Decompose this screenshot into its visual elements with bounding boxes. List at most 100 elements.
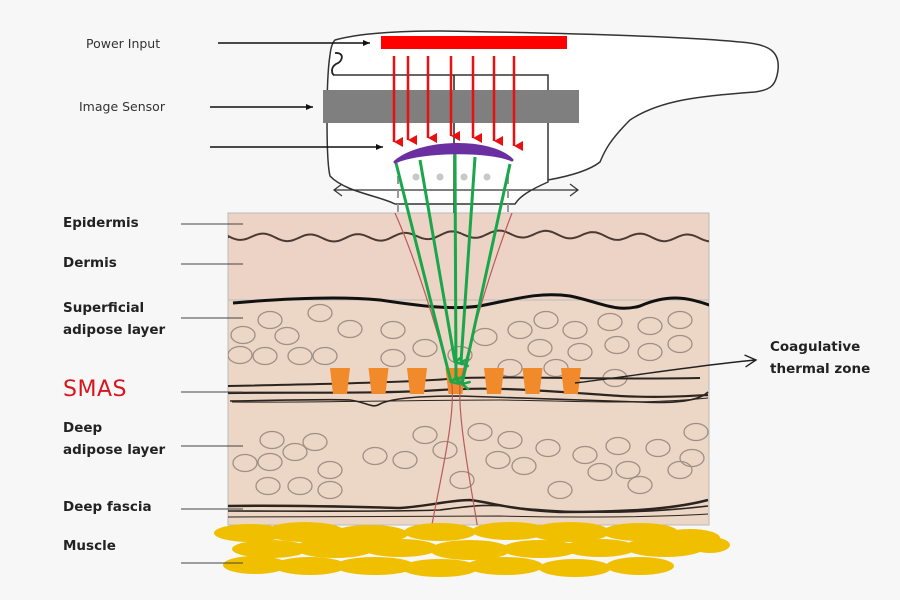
muscle-fiber (690, 537, 730, 553)
smas-label: SMAS (63, 377, 127, 402)
fat-cell (605, 436, 631, 456)
fat-cell (467, 422, 493, 442)
muscle-fiber (467, 557, 543, 575)
fat-cell (412, 425, 438, 445)
muscle-fiber (223, 556, 287, 574)
fat-cell (645, 438, 671, 458)
coagulative-label-line2: thermal zone (770, 361, 871, 377)
fat-cell (535, 438, 561, 458)
fat-cell (252, 346, 278, 366)
deep-adipose-label-line2: adipose layer (63, 442, 166, 458)
fat-cell (683, 422, 709, 442)
fat-cell (562, 320, 588, 340)
fat-cell (615, 460, 641, 480)
power-input-label: Power Input (86, 36, 161, 51)
fat-cell (533, 310, 559, 330)
fat-cell (287, 346, 313, 366)
fat-cell (679, 448, 705, 468)
superficial-adipose-label-line1: Superficial (63, 300, 145, 316)
muscle-fiber (502, 540, 578, 558)
muscle-fiber (472, 522, 548, 540)
fat-cell (259, 430, 285, 450)
fat-cell (317, 480, 343, 500)
fat-cell (449, 470, 475, 490)
muscle-fiber (332, 525, 408, 543)
epidermis-label: Epidermis (63, 215, 139, 231)
fat-cell (667, 310, 693, 330)
focus-beam (453, 153, 456, 380)
fat-cell (312, 346, 338, 366)
fat-cell (527, 338, 553, 358)
fat-cell (667, 460, 693, 480)
fat-cell (507, 320, 533, 340)
fat-cell (667, 334, 693, 354)
fat-cell (511, 456, 537, 476)
thermal-zone (484, 368, 504, 394)
muscle-fiber (295, 538, 375, 558)
fat-cell (362, 446, 388, 466)
fat-cell (380, 320, 406, 340)
transducer-lens (393, 143, 514, 164)
fat-cell (307, 303, 333, 323)
muscle-fiber (606, 557, 674, 575)
focus-beam (418, 159, 455, 362)
muscle-fiber (539, 559, 611, 577)
fat-cell (567, 342, 593, 362)
energy-arrows (392, 56, 523, 151)
fat-cell (412, 338, 438, 358)
fat-cell (380, 348, 406, 368)
deep-fascia-lines (228, 498, 709, 518)
muscle-layer (214, 522, 730, 577)
focus-beam (394, 162, 451, 382)
focus-beam (459, 156, 477, 362)
muscle-fiber (232, 540, 308, 558)
fat-cell (232, 453, 258, 473)
power-input-bar (381, 36, 567, 49)
fat-cell (317, 460, 343, 480)
focus-beam (462, 163, 512, 384)
thermal-zone (561, 368, 581, 394)
fat-cell (597, 312, 623, 332)
fat-cell (230, 325, 256, 345)
thermal-zone (330, 368, 350, 394)
muscle-fiber (274, 557, 346, 575)
muscle-fiber (625, 537, 705, 557)
muscle-fiber (404, 523, 476, 541)
fat-cell (637, 342, 663, 362)
fat-cell (587, 462, 613, 482)
muscle-label: Muscle (63, 538, 116, 554)
deep-adipose-label-line1: Deep (63, 420, 103, 436)
fat-cell (274, 326, 300, 346)
superficial-adipose-label-line2: adipose layer (63, 322, 166, 338)
fat-cell (228, 345, 253, 365)
fat-cell (627, 475, 653, 495)
fat-cell (604, 335, 630, 355)
thermal-zone (368, 368, 389, 394)
fat-cell (302, 432, 328, 452)
fat-cell (257, 310, 283, 330)
dermis-label: Dermis (63, 255, 117, 271)
muscle-fiber (335, 557, 415, 575)
adipose-region (227, 299, 710, 526)
fat-cell (257, 452, 283, 472)
muscle-fiber (402, 559, 478, 577)
focus-beams (394, 153, 512, 384)
layer-leader-lines (181, 223, 243, 564)
coagulative-pointer (574, 354, 758, 384)
coagulative-label-line1: Coagulative (770, 339, 861, 355)
fat-cell (392, 450, 418, 470)
muscle-fiber (564, 539, 636, 557)
muscle-fiber (602, 523, 678, 541)
dermis-boundary-line (232, 293, 709, 310)
fat-cell (547, 480, 573, 500)
fat-cell (485, 450, 511, 470)
muscle-fiber (362, 539, 438, 557)
fat-cell (497, 430, 523, 450)
thermal-zone (522, 368, 543, 394)
deep-fascia-label: Deep fascia (63, 499, 152, 515)
muscle-fiber (430, 540, 510, 560)
fat-cell (287, 476, 313, 496)
image-sensor-label: Image Sensor (79, 99, 165, 114)
fat-cell (637, 316, 663, 336)
